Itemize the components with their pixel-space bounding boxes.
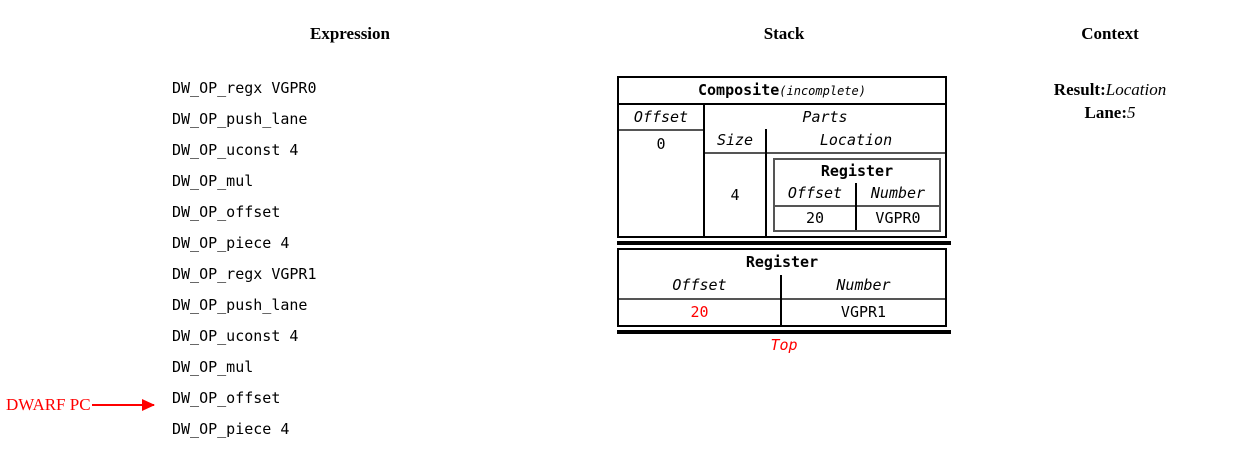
composite-parts-header: Parts <box>802 108 848 126</box>
context-lane-value: 5 <box>1127 103 1136 122</box>
expression-line: DW_OP_uconst 4 <box>172 141 299 159</box>
composite-offset-value: 0 <box>656 135 666 153</box>
expression-line: DW_OP_piece 4 <box>172 420 290 438</box>
context-result-line: Result:Location <box>990 78 1230 101</box>
column-header-expression: Expression <box>310 24 390 43</box>
context-lane-line: Lane:5 <box>990 101 1230 124</box>
expression-line: DW_OP_mul <box>172 358 254 376</box>
composite-body: Offset 0 Parts Size 4 Location <box>619 105 945 236</box>
context-column: Result:Location Lane:5 <box>990 78 1230 124</box>
expression-line: DW_OP_offset <box>172 389 281 407</box>
nested-register-table: Register Offset 20 Number VGPR <box>773 158 941 232</box>
composite-title-text: Composite <box>698 81 780 99</box>
stack-entry-separator <box>617 241 951 245</box>
nested-register-offset-column: Offset 20 <box>775 183 857 230</box>
context-result-value: Location <box>1105 80 1167 99</box>
nested-register-offset-value: 20 <box>805 209 825 227</box>
part-location-body: Register Offset 20 Number VGPR <box>767 154 945 236</box>
nested-register-number-value: VGPR0 <box>875 209 921 227</box>
expression-listing: DW_OP_regx VGPR0 DW_OP_push_lane DW_OP_u… <box>172 73 317 445</box>
nested-register-offset-header: Offset <box>775 183 855 207</box>
expression-line: DW_OP_offset <box>172 203 281 221</box>
part-size-column: Size 4 <box>705 129 767 236</box>
nested-register-number-column: Number VGPR0 <box>857 183 939 230</box>
stack-entry-composite: Composite(incomplete) Offset 0 Parts Siz… <box>617 76 951 238</box>
composite-part-row: Size 4 Location Register Offset <box>705 129 945 236</box>
composite-table: Composite(incomplete) Offset 0 Parts Siz… <box>617 76 947 238</box>
expression-line: DW_OP_push_lane <box>172 296 308 314</box>
context-lane-key: Lane: <box>1084 103 1128 122</box>
top-register-number-value: VGPR1 <box>840 303 887 321</box>
composite-offset-header: Offset <box>619 105 703 131</box>
top-register-title: Register <box>745 253 819 271</box>
right-arrow-icon <box>91 399 155 411</box>
stack-top-label: Top <box>770 336 798 354</box>
expression-line: DW_OP_push_lane <box>172 110 308 128</box>
expression-line: DW_OP_mul <box>172 172 254 190</box>
column-header-context: Context <box>1081 24 1139 43</box>
composite-incomplete-tag: (incomplete) <box>779 84 866 98</box>
part-location-column: Location Register Offset 20 <box>767 129 945 236</box>
stack-entry-register: Register Offset 20 Number VGPR1 <box>617 248 951 327</box>
context-result-key: Result: <box>1053 80 1106 99</box>
composite-parts-column: Parts Size 4 Location Register <box>705 105 945 236</box>
stack-column: Composite(incomplete) Offset 0 Parts Siz… <box>617 76 951 354</box>
top-register-number-header: Number <box>782 275 945 300</box>
top-register-offset-column: Offset 20 <box>619 275 782 325</box>
top-register-number-column: Number VGPR1 <box>782 275 945 325</box>
composite-title: Composite(incomplete) <box>619 78 945 105</box>
dwarf-pc-label: DWARF PC <box>6 395 91 414</box>
nested-register-columns: Offset 20 Number VGPR0 <box>775 183 939 230</box>
column-header-stack: Stack <box>763 24 805 43</box>
part-size-value: 4 <box>730 186 740 204</box>
stack-bottom-separator <box>617 330 951 334</box>
part-location-header: Location <box>767 129 945 154</box>
dwarf-pc-marker: DWARF PC <box>6 394 155 416</box>
expression-line: DW_OP_regx VGPR0 <box>172 79 317 97</box>
top-register-offset-header: Offset <box>619 275 780 300</box>
top-register-columns: Offset 20 Number VGPR1 <box>619 275 945 325</box>
expression-line: DW_OP_regx VGPR1 <box>172 265 317 283</box>
part-size-header: Size <box>705 129 765 154</box>
expression-line: DW_OP_uconst 4 <box>172 327 299 345</box>
nested-register-title: Register <box>820 162 894 180</box>
composite-offset-column: Offset 0 <box>619 105 705 236</box>
top-register-table: Register Offset 20 Number VGPR1 <box>617 248 947 327</box>
expression-line: DW_OP_piece 4 <box>172 234 290 252</box>
nested-register-number-header: Number <box>857 183 939 207</box>
top-register-offset-value: 20 <box>690 303 709 321</box>
